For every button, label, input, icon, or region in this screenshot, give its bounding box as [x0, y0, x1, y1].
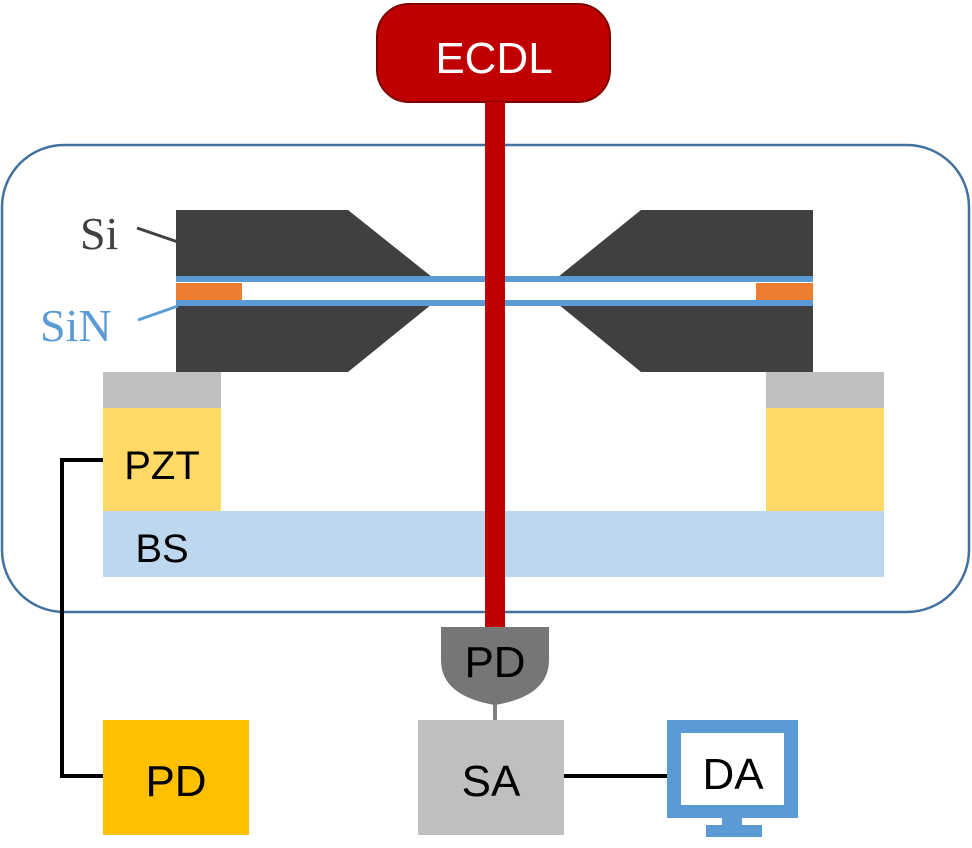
si-leader-line	[136, 226, 179, 244]
pzt-cap-right	[766, 372, 884, 408]
pzt-right	[766, 408, 884, 511]
pzt-label: PZT	[124, 444, 200, 488]
monitor-screen	[681, 733, 784, 805]
sa-label: SA	[462, 757, 521, 806]
sa-box	[418, 720, 564, 835]
sin-label: SiN	[40, 300, 112, 351]
spacer-right	[756, 283, 813, 301]
monitor-neck	[722, 818, 742, 826]
ecdl-label: ECDL	[435, 34, 552, 83]
silicon-frame-left-top	[176, 210, 432, 277]
monitor-icon	[667, 720, 798, 837]
bs-label: BS	[135, 527, 188, 571]
spacer-left	[176, 283, 242, 301]
monitor-stand	[706, 825, 762, 837]
silicon-frame-left-bottom	[176, 304, 432, 372]
pd-box-label: PD	[145, 757, 206, 806]
pzt-left	[103, 408, 221, 511]
pd-box	[103, 720, 249, 835]
silicon-frame-right-bottom	[558, 304, 813, 372]
pzt-cap-left	[103, 372, 221, 408]
sin-leader-line	[137, 304, 179, 322]
photodetector	[441, 627, 549, 705]
silicon-frame-right-top	[558, 210, 813, 277]
photodetector-label: PD	[464, 638, 525, 687]
laser-beam	[485, 102, 505, 630]
pzt-to-pd-wire	[60, 458, 103, 778]
si-label: Si	[80, 208, 118, 259]
da-label: DA	[702, 750, 764, 799]
